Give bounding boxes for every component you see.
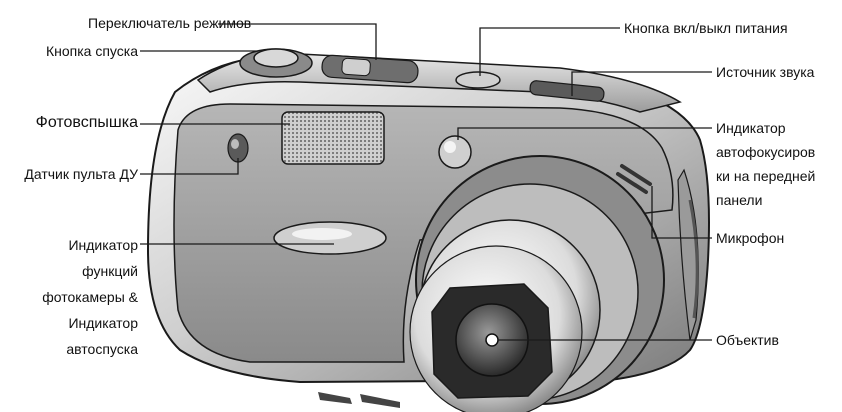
callout-microphone: [651, 186, 712, 239]
mode-switch-knob: [341, 57, 371, 77]
speaker-grill: [529, 80, 605, 102]
label-af-indicator-3: ки на передней: [716, 168, 816, 184]
label-function-indicator-3: фотокамеры &: [42, 289, 138, 305]
label-af-indicator-1: Индикатор: [716, 120, 786, 136]
label-af-indicator-4: панели: [716, 192, 763, 208]
label-remote-sensor: Датчик пульта ДУ: [24, 166, 138, 182]
label-function-indicator-4: Индикатор: [68, 315, 138, 331]
label-microphone: Микрофон: [716, 230, 785, 246]
callout-speaker: [571, 71, 712, 96]
label-flash: Фотовспышка: [35, 114, 138, 131]
side-slot: [688, 199, 699, 319]
label-lens: Объектив: [716, 332, 779, 348]
callout-power: [479, 27, 620, 76]
callout-af: [457, 127, 712, 140]
label-function-indicator-2: функций: [82, 263, 138, 279]
label-function-indicator-5: автоспуска: [66, 341, 138, 357]
bottom-feet: [318, 392, 400, 408]
label-speaker: Источник звука: [716, 64, 815, 80]
callout-mode-switch: [218, 23, 377, 60]
label-mode-switch: Переключатель режимов: [88, 15, 252, 31]
label-af-indicator-2: автофокусиров: [716, 144, 816, 160]
label-shutter-button: Кнопка спуска: [45, 43, 138, 59]
label-function-indicator-1: Индикатор: [68, 237, 138, 253]
power-button: [455, 71, 501, 89]
remote-sensor: [227, 133, 249, 163]
callout-lines: [140, 23, 712, 341]
shutter-button-cap: [253, 48, 299, 68]
label-power-button: Кнопка вкл/выкл питания: [624, 20, 788, 36]
microphone-holes: [616, 164, 652, 194]
callout-remote: [140, 158, 239, 175]
af-indicator: [438, 135, 472, 169]
flash-window: [281, 111, 385, 165]
